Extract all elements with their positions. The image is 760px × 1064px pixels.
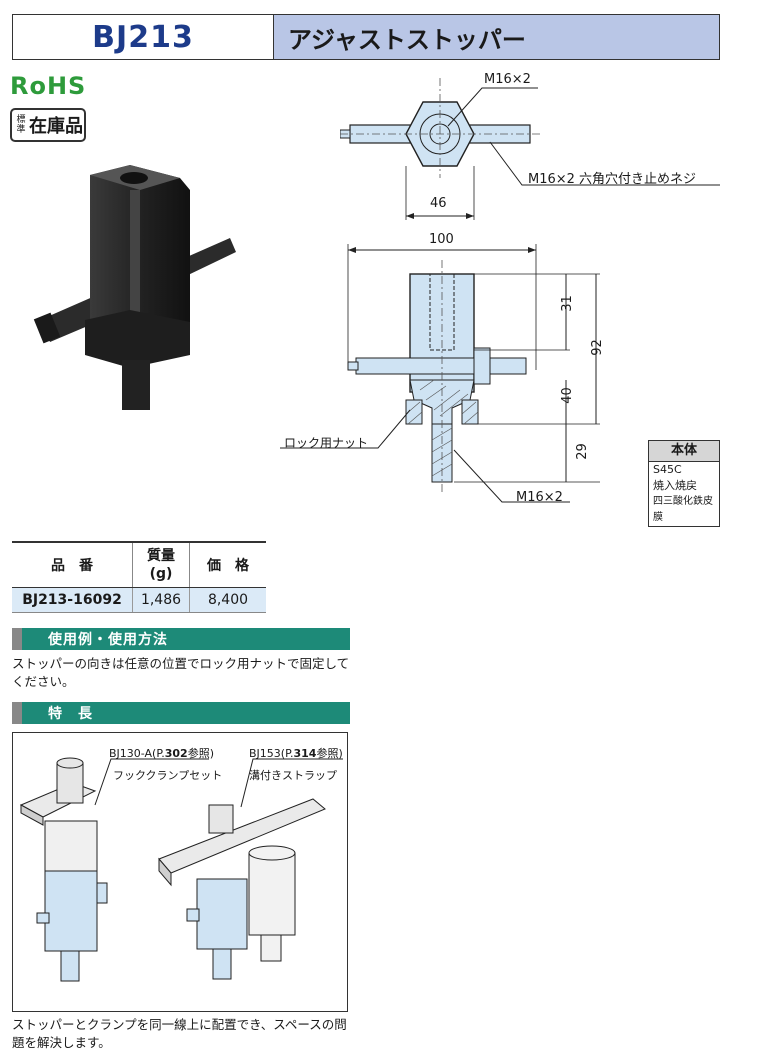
stock-badge-small: 標準 (16, 115, 26, 135)
feature-label-1: BJ130-A(P.302参照) (109, 745, 214, 761)
stock-badge: 標準 在庫品 (10, 108, 86, 142)
material-header: 本体 (649, 441, 719, 462)
top-view-drawing (340, 78, 720, 220)
product-title: アジャストストッパー (273, 15, 719, 59)
material-row: 焼入焼戻 (653, 479, 697, 492)
material-row: S45C (653, 463, 682, 476)
feature-label-1-sub: フッククランプセット (113, 769, 223, 782)
feature-label-2-page: 314 (293, 747, 317, 760)
top-thread-label: M16×2 (484, 72, 531, 87)
col-part: 品 番 (12, 541, 133, 588)
product-illustration (33, 165, 236, 410)
side-thread-label: M16×2 六角穴付き止めネジ (528, 172, 697, 187)
spec-header-row: 品 番 質量 (g) 価 格 (12, 541, 266, 588)
bottom-thread-label: M16×2 (516, 490, 563, 505)
lock-nut-label: ロック用ナット (284, 436, 369, 450)
dim-31: 31 (559, 295, 575, 312)
feature-illustration (19, 757, 343, 982)
usage-text: ストッパーの向きは任意の位置でロック用ナットで固定してください。 (12, 656, 350, 689)
spec-table: 品 番 質量 (g) 価 格 BJ213-16092 1,486 8,400 (12, 541, 266, 613)
dim-40: 40 (559, 387, 575, 404)
title-bar: BJ213 アジャストストッパー (12, 14, 720, 60)
feature-label-2-sub: 溝付きストラップ (249, 769, 337, 782)
dim-46: 46 (430, 196, 447, 211)
stock-badge-label: 在庫品 (29, 116, 83, 137)
feature-label-2-c: 参照) (316, 747, 343, 760)
feature-label-1-a: BJ130-A(P. (109, 747, 165, 760)
cell-part: BJ213-16092 (12, 587, 133, 613)
features-title: 特 長 (48, 706, 93, 722)
rohs-badge: RoHS (10, 72, 87, 100)
col-price: 価 格 (189, 541, 266, 588)
front-view-drawing (280, 244, 600, 503)
feature-label-1-page: 302 (164, 747, 188, 760)
material-row: 四三酸化鉄皮膜 (653, 496, 713, 523)
feature-label-1-c: 参照) (187, 747, 215, 760)
section-marker (12, 628, 22, 650)
feature-label-2-a: BJ153(P. (249, 747, 294, 760)
product-code: BJ213 (92, 19, 194, 55)
usage-title: 使用例・使用方法 (48, 632, 168, 648)
features-text: ストッパーとクランプを同一線上に配置でき、スペースの問題を解決します。 (12, 1017, 347, 1050)
col-mass: 質量 (g) (132, 541, 190, 588)
cell-mass: 1,486 (132, 587, 190, 613)
dim-29: 29 (574, 443, 590, 460)
table-row: BJ213-16092 1,486 8,400 (12, 587, 266, 613)
usage-section-bar: 使用例・使用方法 (12, 628, 350, 650)
section-marker (12, 702, 22, 724)
cell-price: 8,400 (189, 587, 266, 613)
feature-label-2: BJ153(P.314参照) (249, 745, 343, 761)
feature-illustration-box: BJ130-A(P.302参照) フッククランプセット BJ153(P.314参… (12, 732, 348, 1012)
material-table: 本体 S45C 焼入焼戻 四三酸化鉄皮膜 (648, 440, 720, 527)
features-section-bar: 特 長 (12, 702, 350, 724)
dim-92: 92 (589, 339, 605, 356)
dim-100: 100 (429, 232, 454, 247)
